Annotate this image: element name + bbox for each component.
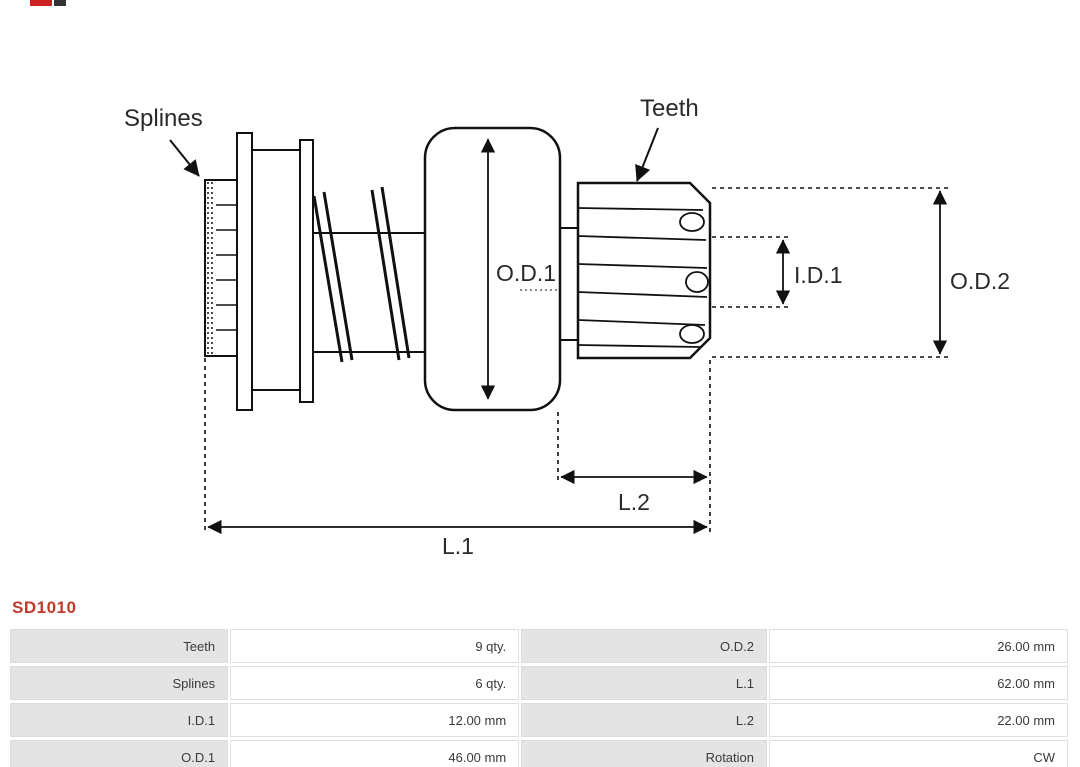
spec-table: Teeth 9 qty. O.D.2 26.00 mm Splines 6 qt…	[8, 626, 1070, 767]
spec-label-cell: Rotation	[521, 740, 767, 767]
spec-value-cell: 6 qty.	[230, 666, 520, 700]
splined-shaft	[204, 179, 238, 357]
spec-row: O.D.1 46.00 mm Rotation CW	[10, 740, 1068, 767]
splines-label: Splines	[124, 105, 203, 132]
logo-red-segment	[30, 0, 52, 6]
spec-value-cell: 26.00 mm	[769, 629, 1068, 663]
l2-dimension: L.2	[557, 360, 711, 533]
spec-label-cell: O.D.2	[521, 629, 767, 663]
spec-value-cell: 62.00 mm	[769, 666, 1068, 700]
spec-value-cell: 22.00 mm	[769, 703, 1068, 737]
spec-label-cell: Teeth	[10, 629, 229, 663]
brand-logo-mark	[30, 0, 66, 6]
spec-row: I.D.1 12.00 mm L.2 22.00 mm	[10, 703, 1068, 737]
od1-label: O.D.1	[496, 260, 556, 286]
od1-dimension: O.D.1	[480, 138, 559, 400]
spec-row: Teeth 9 qty. O.D.2 26.00 mm	[10, 629, 1068, 663]
teeth-callout: Teeth	[635, 95, 699, 182]
spec-value-cell: CW	[769, 740, 1068, 767]
spec-label-cell: L.2	[521, 703, 767, 737]
spec-value-cell: 9 qty.	[230, 629, 520, 663]
id1-dimension: I.D.1	[712, 236, 843, 308]
spec-label-cell: O.D.1	[10, 740, 229, 767]
od2-dimension: O.D.2	[712, 187, 1010, 358]
shaft-and-spring	[312, 186, 425, 363]
front-flange-discs	[236, 132, 314, 411]
logo-dark-segment	[54, 0, 66, 6]
spec-value-cell: 46.00 mm	[230, 740, 520, 767]
spec-row: Splines 6 qty. L.1 62.00 mm	[10, 666, 1068, 700]
part-number: SD1010	[12, 598, 77, 617]
id1-label: I.D.1	[794, 262, 843, 288]
pinion-gear	[576, 181, 712, 360]
l1-dimension: L.1	[204, 358, 708, 559]
od2-label: O.D.2	[950, 268, 1010, 294]
teeth-label: Teeth	[640, 95, 699, 122]
l1-label: L.1	[442, 533, 474, 559]
spec-label-cell: Splines	[10, 666, 229, 700]
spec-label-cell: I.D.1	[10, 703, 229, 737]
spec-label-cell: L.1	[521, 666, 767, 700]
splines-callout: Splines	[124, 105, 203, 177]
starter-drive-technical-drawing: Splines Teeth O.D.1 I.D.1 O.D.2	[124, 95, 1010, 559]
spec-value-cell: 12.00 mm	[230, 703, 520, 737]
l2-label: L.2	[618, 489, 650, 515]
